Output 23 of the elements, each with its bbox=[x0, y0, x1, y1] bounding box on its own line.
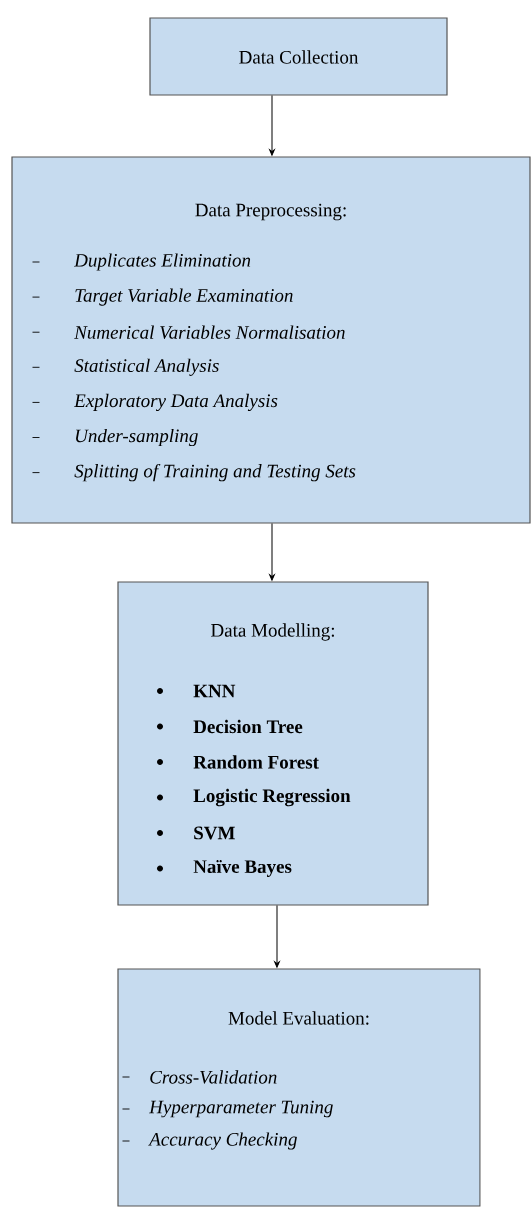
list-item: Numerical Variables Normalisation bbox=[32, 325, 345, 339]
list-item: Exploratory Data Analysis bbox=[32, 393, 278, 412]
list-item: Random Forest bbox=[157, 755, 319, 769]
box-heading: Model Evaluation: bbox=[228, 1011, 369, 1025]
list-item: Statistical Analysis bbox=[32, 358, 219, 376]
arrow bbox=[274, 905, 280, 968]
box-heading: Data Collection bbox=[239, 50, 359, 64]
list-item: Accuracy Checking bbox=[122, 1132, 297, 1150]
arrow bbox=[269, 95, 275, 156]
arrow bbox=[269, 523, 275, 581]
list-item: KNN bbox=[157, 684, 236, 698]
list-item: Logistic Regression bbox=[157, 788, 351, 807]
box-heading: Data Modelling: bbox=[211, 623, 334, 641]
list-item: Target Variable Examination bbox=[32, 288, 293, 306]
list-item: Decision Tree bbox=[157, 719, 303, 734]
list-item: Splitting of Training and Testing Sets bbox=[32, 463, 356, 482]
list-item: SVM bbox=[157, 826, 235, 840]
list-item: Hyperparameter Tuning bbox=[122, 1100, 333, 1118]
box-heading: Data Preprocessing: bbox=[195, 203, 346, 221]
list-item: Under-sampling bbox=[32, 428, 198, 447]
list-item: Duplicates Elimination bbox=[32, 253, 251, 271]
list-item: Cross-Validation bbox=[122, 1070, 277, 1084]
list-item: Naïve Bayes bbox=[157, 860, 292, 877]
